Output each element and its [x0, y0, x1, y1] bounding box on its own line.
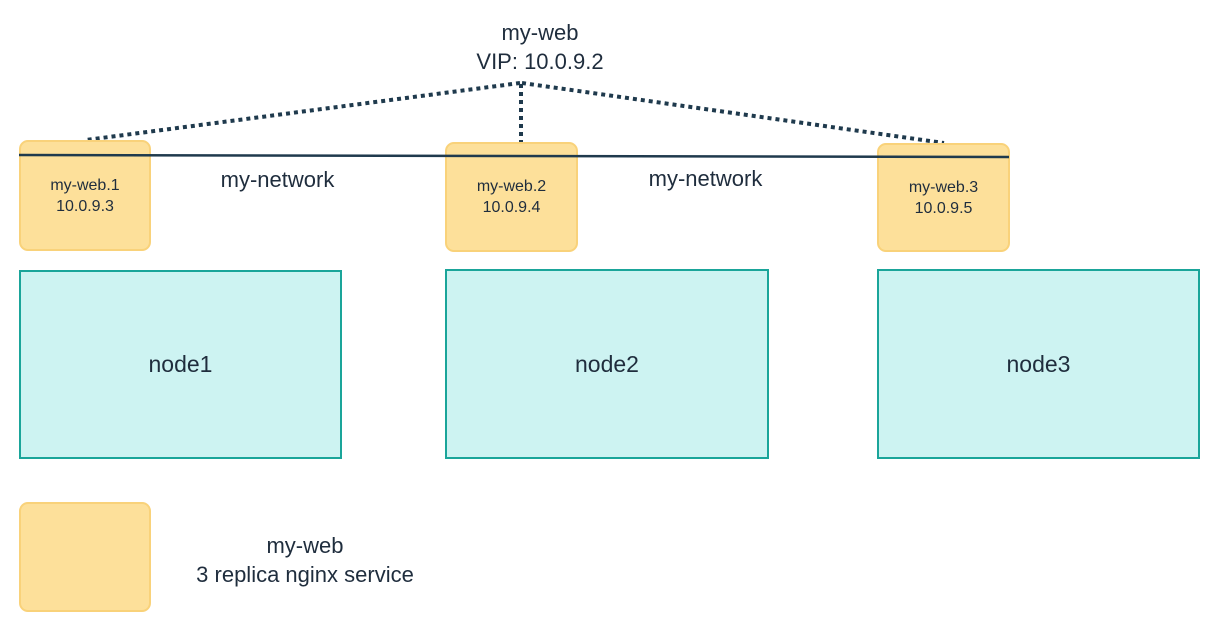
node-box-2: node2 — [445, 269, 769, 459]
network-label-left: my-network — [220, 167, 335, 192]
service-vip-label: my-web VIP: 10.0.9.2 — [430, 18, 650, 76]
task-name: my-web.1 — [50, 176, 120, 194]
node-label: node1 — [148, 351, 213, 377]
task-box-3: my-web.3 10.0.9.5 — [877, 143, 1010, 252]
task-box-1: my-web.1 10.0.9.3 — [19, 140, 151, 251]
legend-swatch — [19, 502, 151, 612]
legend-title: my-web — [266, 533, 344, 558]
legend-text: my-web 3 replica nginx service — [160, 531, 450, 589]
task-ip: 10.0.9.5 — [914, 199, 973, 217]
task-name: my-web.2 — [476, 178, 547, 195]
network-line — [18, 153, 1010, 159]
node-label: node3 — [1006, 350, 1071, 377]
vip-link-task-3 — [521, 81, 945, 145]
service-name: my-web — [501, 20, 579, 45]
node-box-3: node3 — [877, 269, 1200, 459]
network-label-right: my-network — [648, 166, 763, 191]
service-vip: VIP: 10.0.9.2 — [476, 49, 604, 74]
node-box-1: node1 — [19, 270, 342, 459]
task-ip: 10.0.9.3 — [56, 197, 114, 215]
task-name: my-web.3 — [908, 178, 979, 196]
task-box-2: my-web.2 10.0.9.4 — [445, 142, 578, 252]
vip-link-task-1 — [85, 81, 521, 142]
node-label: node2 — [575, 350, 639, 377]
task-ip: 10.0.9.4 — [482, 199, 541, 216]
legend-description: 3 replica nginx service — [196, 562, 414, 587]
